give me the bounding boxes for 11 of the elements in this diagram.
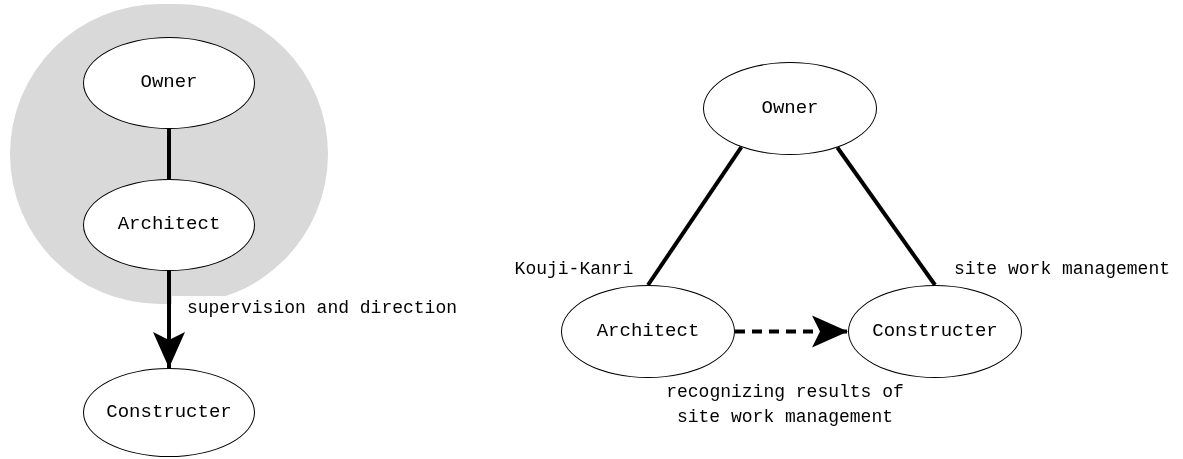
node-label: Constructer: [106, 400, 232, 425]
node-label: Architect: [117, 213, 221, 237]
connector-line: [167, 129, 171, 179]
connector-line: [835, 146, 937, 287]
node-label: Owner: [761, 96, 819, 121]
node-label: Architect: [596, 319, 700, 344]
arrow: [735, 315, 848, 348]
node-label: Constructer: [872, 319, 998, 344]
arrow: [153, 271, 185, 368]
connector-line: [646, 145, 743, 287]
node-label: Owner: [140, 71, 198, 95]
